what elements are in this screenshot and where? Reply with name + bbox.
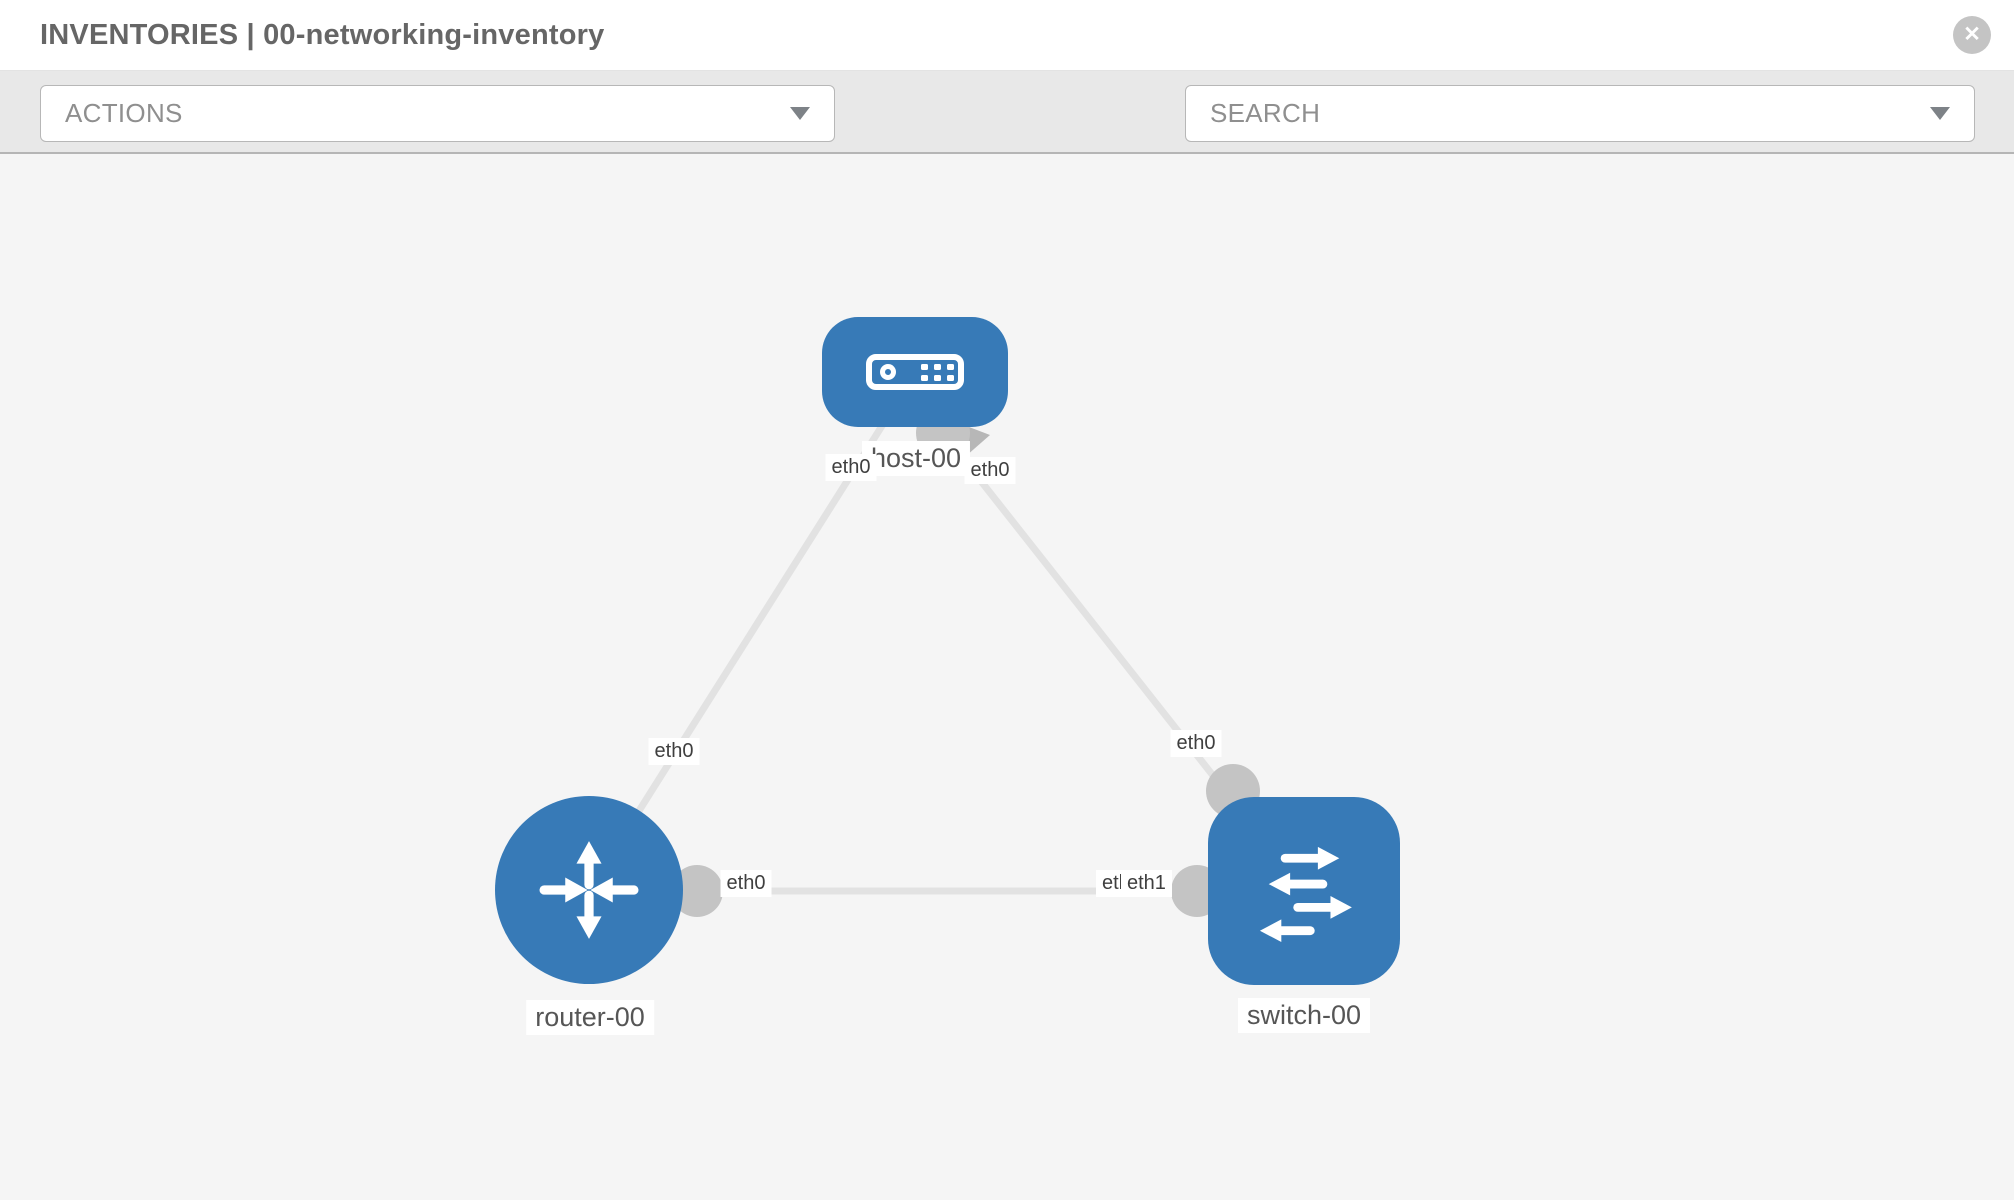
node-host-00[interactable] xyxy=(822,317,1008,427)
node-switch-00[interactable] xyxy=(1208,797,1400,985)
interface-label-router-eth0-top: eth0 xyxy=(648,738,700,765)
chevron-down-icon xyxy=(790,107,810,120)
actions-dropdown-label: ACTIONS xyxy=(65,98,183,128)
toolbar: ACTIONS SEARCH xyxy=(0,71,2014,207)
close-icon[interactable]: ✕ xyxy=(1953,16,1991,54)
node-router-00[interactable] xyxy=(495,796,683,984)
interface-label-router-eth0-right: eth0 xyxy=(720,870,772,897)
node-label-host: host-00 xyxy=(861,441,971,476)
search-dropdown[interactable]: SEARCH xyxy=(1185,85,1975,142)
search-dropdown-label: SEARCH xyxy=(1210,98,1321,128)
topology-canvas[interactable]: host-00 router-00 switch-00 eth0 eth0 et… xyxy=(0,154,2014,1200)
interface-label-host-eth0-right: eth0 xyxy=(964,457,1016,484)
chevron-down-icon xyxy=(1930,107,1950,120)
router-arrows-icon xyxy=(539,841,639,939)
interface-label-host-eth0-left: eth0 xyxy=(825,454,877,481)
interface-label-switch-eth0-top: eth0 xyxy=(1170,730,1222,757)
switch-arrows-icon xyxy=(1259,846,1352,943)
interface-connector-router[interactable] xyxy=(671,865,723,917)
interface-label-switch-eth1: eth1 xyxy=(1121,870,1172,897)
server-icon xyxy=(866,354,964,390)
header: INVENTORIES | 00-networking-inventory ✕ xyxy=(0,0,2014,71)
node-label-router: router-00 xyxy=(526,1000,654,1035)
page-title: INVENTORIES | 00-networking-inventory xyxy=(40,19,605,51)
topology-links-layer xyxy=(586,370,1307,917)
node-label-switch: switch-00 xyxy=(1237,998,1371,1033)
actions-dropdown[interactable]: ACTIONS xyxy=(40,85,835,142)
